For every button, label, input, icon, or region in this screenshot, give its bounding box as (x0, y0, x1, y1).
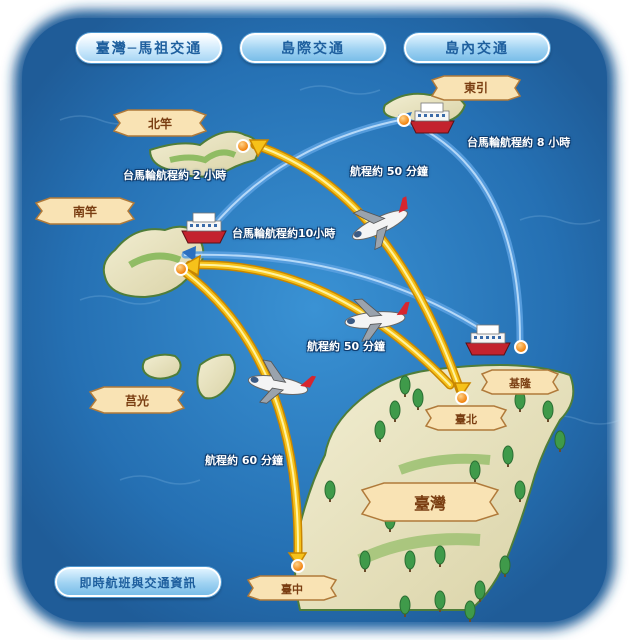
ship-route-arrow (182, 246, 196, 262)
ferry-icon (465, 324, 511, 356)
tree-icon (399, 595, 411, 617)
route-label-keelung-nangan: 台馬輪航程約10小時 (232, 227, 336, 240)
route-label-taipei-nangan: 航程約 50 分鐘 (307, 340, 385, 353)
tree-icon (434, 545, 446, 567)
tree-icon (554, 430, 566, 452)
island-beigan (148, 130, 260, 178)
route-label-keelung-dongyin: 台馬輪航程約 8 小時 (467, 136, 571, 149)
tab-inter-island[interactable]: 島際交通 (240, 33, 386, 63)
banner-beigan: 北竿 (112, 109, 208, 137)
airplane-icon (247, 359, 317, 404)
route-label-nangan-beigan: 台馬輪航程約 2 小時 (123, 169, 227, 182)
banner-taichung: 臺中 (246, 575, 338, 601)
place-label-keelung: 基隆 (508, 376, 532, 390)
place-label-taiwan: 臺灣 (414, 494, 446, 513)
place-label-juguang: 莒光 (125, 393, 149, 408)
tree-icon (514, 480, 526, 502)
tree-icon (474, 580, 486, 602)
banner-nangan: 南竿 (34, 197, 136, 225)
banner-juguang: 莒光 (88, 386, 186, 414)
tree-icon (359, 550, 371, 572)
realtime-flight-info-button[interactable]: 即時航班與交通資訊 (55, 567, 221, 597)
tree-icon (389, 400, 401, 422)
tree-icon (502, 445, 514, 467)
island-juguang (141, 353, 236, 400)
tree-icon (469, 460, 481, 482)
flight-route-arrow (180, 254, 201, 277)
tree-icon (434, 590, 446, 612)
tree-icon (324, 480, 336, 502)
flight-route-arrow (248, 139, 270, 158)
tree-icon (464, 600, 476, 622)
tree-icon (399, 375, 411, 397)
banner-dongyin: 東引 (430, 75, 522, 101)
tree-icon (542, 400, 554, 422)
tree-icon (499, 555, 511, 577)
place-label-nangan: 南竿 (73, 204, 97, 219)
route-label-taipei-beigan: 航程約 50 分鐘 (350, 165, 428, 178)
location-marker-icon (174, 262, 188, 276)
location-marker-icon (291, 559, 305, 573)
place-label-dongyin: 東引 (464, 80, 488, 95)
location-marker-icon (236, 139, 250, 153)
tab-taiwan-matsu[interactable]: 臺灣─馬祖交通 (76, 33, 222, 63)
tree-icon (374, 420, 386, 442)
tree-icon (412, 388, 424, 410)
place-label-taichung: 臺中 (281, 582, 303, 596)
airplane-icon (352, 196, 408, 251)
banner-taipei: 臺北 (424, 405, 508, 431)
ferry-icon (409, 102, 455, 134)
tab-intra-island[interactable]: 島內交通 (404, 33, 550, 63)
ferry-icon (181, 212, 227, 244)
location-marker-icon (397, 113, 411, 127)
route-label-taichung-nangan: 航程約 60 分鐘 (205, 454, 283, 467)
banner-taiwan: 臺灣 (360, 482, 500, 522)
location-marker-icon (455, 391, 469, 405)
place-label-taipei: 臺北 (455, 412, 477, 426)
airplane-icon (344, 298, 410, 342)
banner-keelung: 基隆 (480, 369, 560, 395)
tree-icon (404, 550, 416, 572)
place-label-beigan: 北竿 (148, 116, 172, 131)
location-marker-icon (514, 340, 528, 354)
